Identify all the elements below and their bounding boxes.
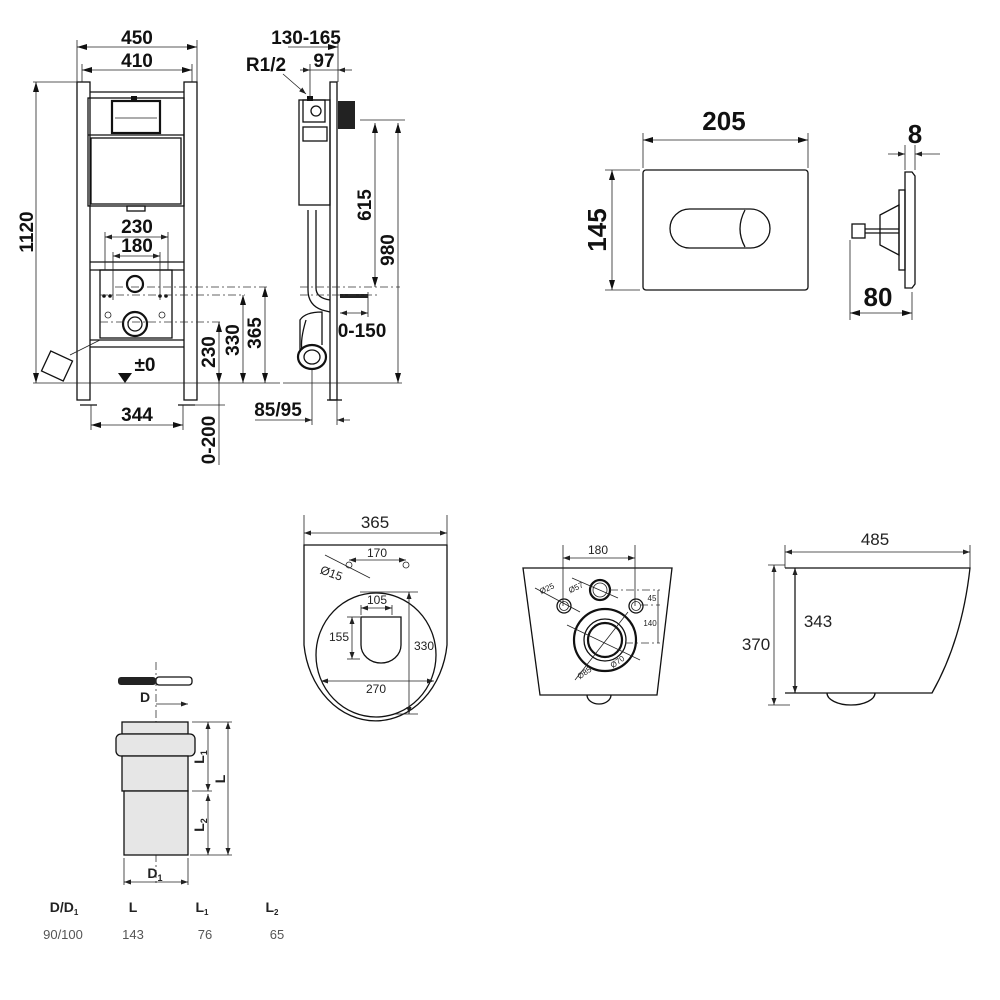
flush-plate-outline bbox=[642, 169, 809, 291]
dim-pipe-offset: 85/95 bbox=[254, 400, 302, 421]
dim-drain-adjust: 0-150 bbox=[338, 321, 387, 342]
flush-plate-side: 8 80 bbox=[849, 119, 940, 320]
bowl-rim bbox=[315, 592, 437, 718]
toilet-back-view: 180 Ø25 Ø57 45 140 Ø70 Ø85 bbox=[522, 543, 673, 705]
dim-opening-width: 105 bbox=[367, 593, 387, 607]
dim-flush-spacing-inner: 180 bbox=[121, 236, 153, 257]
bolt-hole-right bbox=[628, 598, 644, 614]
pipe-label-d: D bbox=[140, 689, 150, 705]
toilet-side-outline bbox=[785, 567, 971, 694]
pipe-socket-top bbox=[121, 721, 189, 735]
dim-width-inner: 410 bbox=[121, 51, 153, 72]
dim-opening-length: 155 bbox=[329, 630, 349, 644]
dim-height: 1120 bbox=[17, 211, 38, 252]
dim-h-230: 230 bbox=[199, 336, 220, 368]
dim-foot-adjust: 0-200 bbox=[199, 416, 220, 465]
drain-outer bbox=[572, 607, 638, 673]
frame-outline bbox=[40, 81, 198, 406]
pipe-label-d1: D1 bbox=[147, 865, 162, 883]
dim-inlet-offset: 45 bbox=[648, 594, 657, 603]
dim-plate-depth: 80 bbox=[864, 282, 893, 312]
side-drain-elbow bbox=[296, 343, 328, 371]
floor-level-label: ±0 bbox=[135, 355, 156, 376]
dim-depth: 130-165 bbox=[271, 28, 341, 49]
toilet-outline bbox=[303, 544, 448, 722]
dim-toilet-width: 365 bbox=[361, 513, 389, 532]
bowl-opening bbox=[360, 616, 402, 664]
dim-bolt-spacing: 180 bbox=[588, 543, 608, 557]
dim-bolt-diameter: Ø25 bbox=[538, 581, 556, 596]
dim-toilet-length: 485 bbox=[861, 530, 889, 549]
dim-drain-offset: 140 bbox=[643, 619, 657, 628]
pipe-label-l2: L2 bbox=[191, 818, 209, 832]
flush-plate-front: 205 145 bbox=[582, 106, 809, 291]
dim-depth-inner: 97 bbox=[313, 51, 334, 72]
pipe-label-l1: L1 bbox=[191, 750, 209, 764]
dim-hole-diameter: Ø15 bbox=[318, 563, 344, 584]
dim-h-615: 615 bbox=[355, 189, 376, 221]
dim-plate-width: 205 bbox=[702, 106, 745, 136]
table-header-l2: L2 bbox=[265, 899, 279, 917]
table-header-d-d1: D/D1 bbox=[50, 899, 79, 917]
frame-side-view: 130-165 97 R1/2 615 980 0-150 85/95 bbox=[246, 28, 405, 425]
drain-inner bbox=[586, 621, 624, 659]
bolt-hole-left bbox=[556, 598, 572, 614]
dim-h-330: 330 bbox=[223, 324, 244, 356]
dim-hole-spacing: 170 bbox=[367, 546, 387, 560]
table-header-l: L bbox=[129, 899, 138, 915]
pipe-spigot bbox=[123, 790, 189, 856]
actuator-side bbox=[338, 101, 355, 129]
dim-feet-spacing: 344 bbox=[121, 405, 153, 426]
dim-toilet-height: 370 bbox=[742, 635, 770, 654]
pipe-connector: D D1 L1 L L2 bbox=[115, 662, 232, 885]
dim-seat-length: 330 bbox=[414, 639, 434, 653]
connection-label: R1/2 bbox=[246, 55, 286, 76]
toilet-top-view: 365 170 Ø15 105 155 330 270 bbox=[303, 513, 448, 722]
dim-h-365: 365 bbox=[245, 317, 266, 349]
dim-plate-height: 145 bbox=[582, 208, 612, 251]
drain-elbow bbox=[40, 350, 74, 382]
toilet-side-view: 485 370 343 bbox=[742, 530, 971, 706]
pipe-dimension-table: D/D1 L L1 L2 90/100 143 76 65 bbox=[43, 899, 284, 942]
table-cell-l: 143 bbox=[122, 927, 144, 942]
dim-plate-thickness: 8 bbox=[908, 119, 922, 149]
water-inlet bbox=[125, 274, 145, 294]
actuator-box bbox=[110, 99, 162, 135]
dim-flush-spacing-outer: 230 bbox=[121, 217, 153, 238]
table-cell-d-d1: 90/100 bbox=[43, 927, 83, 942]
floor-level-triangle-icon bbox=[118, 373, 132, 383]
dim-seat-width: 270 bbox=[366, 682, 386, 696]
table-cell-l1: 76 bbox=[198, 927, 212, 942]
table-cell-l2: 65 bbox=[270, 927, 284, 942]
pipe-label-l: L bbox=[212, 774, 228, 783]
dim-rim-height: 343 bbox=[804, 612, 832, 631]
dim-width-outer: 450 bbox=[121, 28, 153, 49]
frame-front-view: 450 410 1120 230 180 230 330 365 ±0 344 … bbox=[17, 28, 280, 465]
dim-h-980: 980 bbox=[378, 234, 399, 266]
flush-buttons bbox=[669, 208, 771, 249]
toilet-back-outline bbox=[522, 567, 673, 696]
drain-outlet bbox=[121, 310, 149, 338]
table-header-l1: L1 bbox=[195, 899, 209, 917]
pipe-collar bbox=[115, 733, 196, 757]
